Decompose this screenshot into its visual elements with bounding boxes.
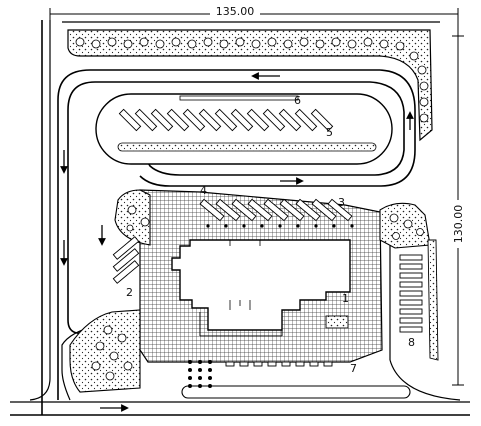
parking-stalls-plaza-left [112,236,140,284]
label-3: 3 [338,196,345,209]
label-8: 8 [408,336,415,349]
height-dimension-label: 130.00 [452,205,465,244]
bollard-rows [188,360,212,388]
label-4: 4 [200,184,207,197]
tree-cluster-bottom-left [91,325,133,381]
right-exit-curve [389,359,461,401]
dimension-top: 135.00 [49,4,459,40]
island-walk-6 [179,95,299,101]
landscape-left-top [114,189,151,246]
landscape-strip-top [67,29,433,142]
parking-stalls-island [118,108,334,132]
parking-stalls-plaza-top [199,198,353,222]
label-7: 7 [350,362,357,375]
street-bottom [10,401,470,416]
tree-row-top [75,37,429,123]
label-1: 1 [342,292,349,305]
building-details [229,240,261,310]
traffic-arrows [60,72,414,412]
bottom-parking-marks [225,361,333,367]
driveway-inner-loop [67,81,405,320]
tree-cluster-left-top [126,205,150,232]
building-outline-offset [199,312,283,337]
label-5: 5 [326,126,333,139]
label-6: 6 [294,94,301,107]
width-dimension-label: 135.00 [216,5,255,18]
parking-stalls-right [399,254,423,333]
building-annex [325,315,349,329]
driveway-outer-loop [57,69,416,400]
label-2: 2 [126,286,133,299]
dimension-right: 130.00 [448,35,466,386]
island-planting-strip [117,142,377,152]
street-left [29,20,51,415]
bottom-walkway [181,385,411,399]
inner-island [95,93,393,165]
plaza-posts [206,224,354,228]
landscape-bottom-left [69,309,141,393]
landscape-right-strip [427,239,439,361]
tree-cluster-right [389,213,424,240]
